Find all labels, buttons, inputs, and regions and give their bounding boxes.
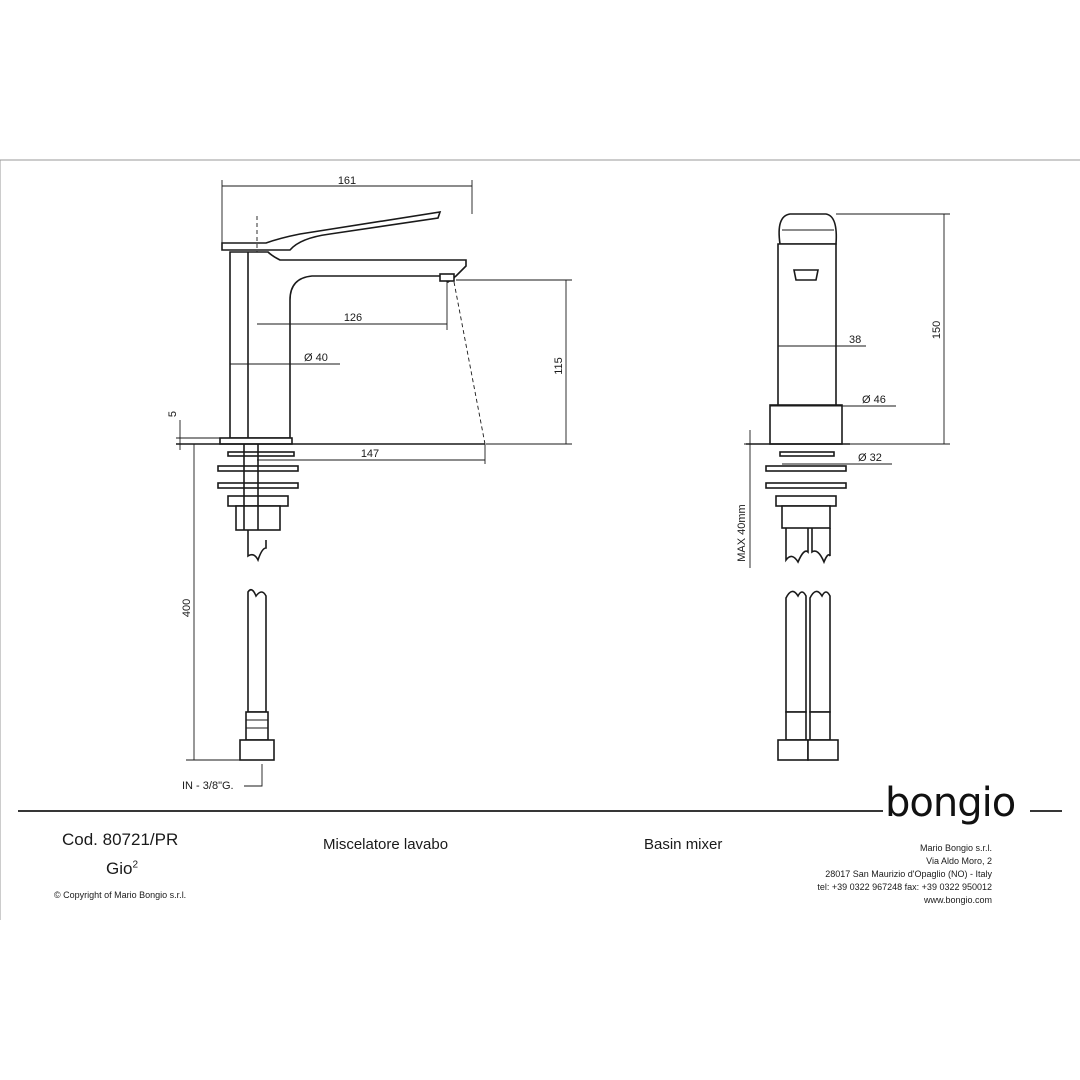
description-english: Basin mixer [644,836,723,853]
side-washer-1 [227,451,295,457]
dim-total-length: 161 [338,175,356,187]
product-model-name: Gio [106,859,133,878]
front-aerator [793,269,819,281]
dim-total-height: 150 [931,321,943,339]
side-water-jet [453,281,486,445]
side-inlet-nut [239,739,275,761]
dim-flexible-length: 400 [181,599,193,617]
front-view: 150 38 Ø 46 Ø 32 MAX 40mm [736,213,950,761]
front-nut [775,495,837,507]
side-aerator [439,273,455,282]
company-street: Via Aldo Moro, 2 [926,856,992,866]
inlet-leader [244,764,263,787]
side-base-plate [219,437,293,445]
dim-spout-reach: 126 [344,312,362,324]
side-hose-break-top [247,530,267,563]
front-hoses-top [785,528,831,565]
dim-diameter-body: Ø 40 [304,352,328,364]
product-model: Gio2 [106,859,138,879]
front-washer-2 [765,465,847,472]
front-lever [778,213,838,245]
front-inlet-nut-left [777,739,809,761]
side-lever [221,211,442,251]
brand-logo: bongio [885,780,1016,826]
side-body [229,251,467,439]
company-phone: tel: +39 0322 967248 fax: +39 0322 95001… [817,882,992,892]
front-washer-1 [779,451,835,457]
front-base [769,404,843,445]
side-view: 161 126 Ø 40 115 5 147 400 IN - 3/8"G. [167,175,572,792]
company-web: www.bongio.com [923,895,992,905]
dim-max-deck: MAX 40mm [736,504,748,561]
front-washer-3 [765,482,847,489]
product-code: Cod. 80721/PR [62,830,179,849]
front-hose-right [809,590,831,713]
front-shank [781,505,831,529]
company-city: 28017 San Maurizio d'Opaglio (NO) - Ital… [825,869,992,879]
company-info: Mario Bongio s.r.l. Via Aldo Moro, 2 280… [817,842,992,907]
product-model-sup: 2 [132,859,139,871]
description-italian: Miscelatore lavabo [323,836,449,853]
copyright: © Copyright of Mario Bongio s.r.l. [54,890,187,900]
dim-diameter-base: Ø 46 [862,394,886,406]
dim-base-thickness: 5 [167,411,179,417]
side-hose-lower [247,588,267,713]
side-hose-fitting [245,711,269,741]
front-hose-left [785,590,807,713]
dim-spout-height: 115 [553,357,565,375]
front-fitting-right [809,711,831,741]
dim-diameter-shank: Ø 32 [858,452,882,464]
front-fitting-left [785,711,807,741]
dim-width: 38 [849,334,861,346]
dim-inlet: IN - 3/8"G. [182,780,234,792]
dim-water-reach: 147 [361,448,379,460]
front-inlet-nut-right [807,739,839,761]
company-name: Mario Bongio s.r.l. [919,843,992,853]
